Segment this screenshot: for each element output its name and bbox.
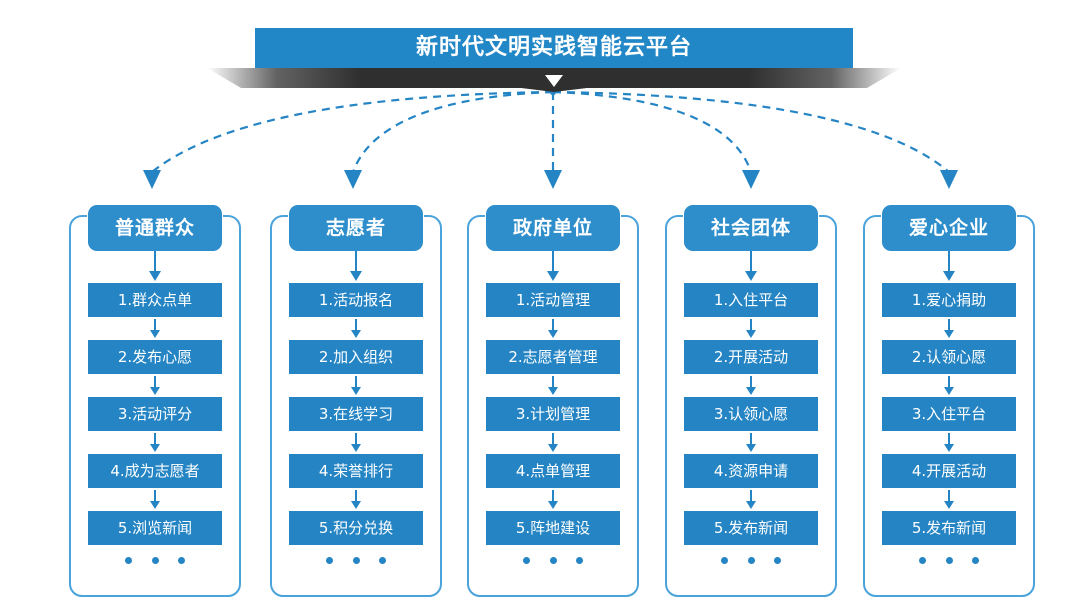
step-box[interactable]: 2.开展活动	[684, 340, 818, 374]
step-connector-arrow	[88, 431, 222, 454]
step-connector-arrow	[289, 431, 423, 454]
ellipsis-dot	[352, 556, 360, 564]
step-connector-arrow	[882, 488, 1016, 511]
column-header-public[interactable]: 普通群众	[88, 205, 222, 251]
ellipsis-dot	[151, 556, 159, 564]
banner-shadow-arrow	[207, 68, 901, 92]
arrow-path-social-group	[552, 90, 753, 173]
header-to-step-arrow	[942, 251, 956, 283]
header-to-step-arrow	[546, 251, 560, 283]
ellipsis-dot	[721, 556, 728, 564]
ellipsis-dot	[178, 556, 185, 564]
ellipsis-dot	[549, 556, 557, 564]
step-box[interactable]: 3.计划管理	[486, 397, 620, 431]
ellipsis-dot	[747, 556, 755, 564]
step-box[interactable]: 4.点单管理	[486, 454, 620, 488]
step-connector-arrow	[486, 317, 620, 340]
step-box[interactable]: 5.发布新闻	[684, 511, 818, 545]
header-to-step-arrow	[148, 251, 162, 283]
step-list: 1.爱心捐助 2.认领心愿 3.入住平台 4.开展活动 5.发布新闻	[882, 283, 1016, 545]
step-box[interactable]: 1.活动报名	[289, 283, 423, 317]
arrow-path-volunteer	[351, 90, 554, 173]
column-header-enterprise[interactable]: 爱心企业	[882, 205, 1016, 251]
arrowhead-government	[544, 170, 562, 189]
arrow-path-public	[151, 90, 554, 173]
column-public: 普通群众 1.群众点单 2.发布心愿 3.活动评分 4.成为志愿者 5.浏览新闻	[69, 205, 241, 597]
more-items-ellipsis	[326, 555, 386, 565]
column-government: 政府单位 1.活动管理 2.志愿者管理 3.计划管理 4.点单管理 5.阵地建设	[467, 205, 639, 597]
step-box[interactable]: 3.认领心愿	[684, 397, 818, 431]
step-box[interactable]: 2.认领心愿	[882, 340, 1016, 374]
step-connector-arrow	[684, 488, 818, 511]
step-connector-arrow	[882, 431, 1016, 454]
step-box[interactable]: 2.发布心愿	[88, 340, 222, 374]
step-connector-arrow	[486, 431, 620, 454]
step-box[interactable]: 4.资源申请	[684, 454, 818, 488]
step-box[interactable]: 5.浏览新闻	[88, 511, 222, 545]
step-connector-arrow	[486, 374, 620, 397]
banner-background	[255, 28, 853, 68]
step-box[interactable]: 1.爱心捐助	[882, 283, 1016, 317]
step-connector-arrow	[88, 317, 222, 340]
ellipsis-dot	[523, 556, 530, 564]
step-connector-arrow	[486, 488, 620, 511]
column-header-volunteer[interactable]: 志愿者	[289, 205, 423, 251]
step-connector-arrow	[684, 317, 818, 340]
column-header-social-group[interactable]: 社会团体	[684, 205, 818, 251]
step-box[interactable]: 4.开展活动	[882, 454, 1016, 488]
more-items-ellipsis	[721, 555, 781, 565]
arrowhead-social-group	[742, 170, 760, 189]
step-box[interactable]: 5.发布新闻	[882, 511, 1016, 545]
arrow-path-enterprise	[552, 90, 950, 173]
step-box[interactable]: 1.入住平台	[684, 283, 818, 317]
step-box[interactable]: 1.活动管理	[486, 283, 620, 317]
step-box[interactable]: 2.加入组织	[289, 340, 423, 374]
step-list: 1.群众点单 2.发布心愿 3.活动评分 4.成为志愿者 5.浏览新闻	[88, 283, 222, 545]
step-box[interactable]: 5.阵地建设	[486, 511, 620, 545]
ellipsis-dot	[326, 556, 333, 564]
ellipsis-dot	[379, 556, 386, 564]
platform-title-banner: 新时代文明实践智能云平台	[207, 28, 901, 92]
ellipsis-dot	[774, 556, 781, 564]
step-connector-arrow	[289, 317, 423, 340]
step-connector-arrow	[882, 317, 1016, 340]
column-header-government[interactable]: 政府单位	[486, 205, 620, 251]
ellipsis-dot	[919, 556, 926, 564]
step-connector-arrow	[882, 374, 1016, 397]
arrowhead-public	[143, 170, 161, 189]
header-to-step-arrow	[744, 251, 758, 283]
step-box[interactable]: 2.志愿者管理	[486, 340, 620, 374]
step-connector-arrow	[289, 488, 423, 511]
step-list: 1.活动报名 2.加入组织 3.在线学习 4.荣誉排行 5.积分兑换	[289, 283, 423, 545]
step-box[interactable]: 3.活动评分	[88, 397, 222, 431]
step-connector-arrow	[684, 431, 818, 454]
step-connector-arrow	[88, 488, 222, 511]
step-list: 1.入住平台 2.开展活动 3.认领心愿 4.资源申请 5.发布新闻	[684, 283, 818, 545]
ellipsis-dot	[125, 556, 132, 564]
arrowhead-volunteer	[344, 170, 362, 189]
header-to-step-arrow	[349, 251, 363, 283]
ellipsis-dot	[945, 556, 953, 564]
step-box[interactable]: 3.在线学习	[289, 397, 423, 431]
step-connector-arrow	[289, 374, 423, 397]
column-volunteer: 志愿者 1.活动报名 2.加入组织 3.在线学习 4.荣誉排行 5.积分兑换	[270, 205, 442, 597]
page-title: 新时代文明实践智能云平台	[415, 35, 692, 60]
step-box[interactable]: 3.入住平台	[882, 397, 1016, 431]
step-connector-arrow	[684, 374, 818, 397]
more-items-ellipsis	[523, 555, 583, 565]
more-items-ellipsis	[125, 555, 185, 565]
step-connector-arrow	[88, 374, 222, 397]
step-box[interactable]: 1.群众点单	[88, 283, 222, 317]
ellipsis-dot	[972, 556, 979, 564]
step-box[interactable]: 4.成为志愿者	[88, 454, 222, 488]
arrowhead-enterprise	[940, 170, 958, 189]
step-box[interactable]: 4.荣誉排行	[289, 454, 423, 488]
column-social-group: 社会团体 1.入住平台 2.开展活动 3.认领心愿 4.资源申请 5.发布新闻	[665, 205, 837, 597]
ellipsis-dot	[576, 556, 583, 564]
column-enterprise: 爱心企业 1.爱心捐助 2.认领心愿 3.入住平台 4.开展活动 5.发布新闻	[863, 205, 1035, 597]
step-list: 1.活动管理 2.志愿者管理 3.计划管理 4.点单管理 5.阵地建设	[486, 283, 620, 545]
more-items-ellipsis	[919, 555, 979, 565]
step-box[interactable]: 5.积分兑换	[289, 511, 423, 545]
